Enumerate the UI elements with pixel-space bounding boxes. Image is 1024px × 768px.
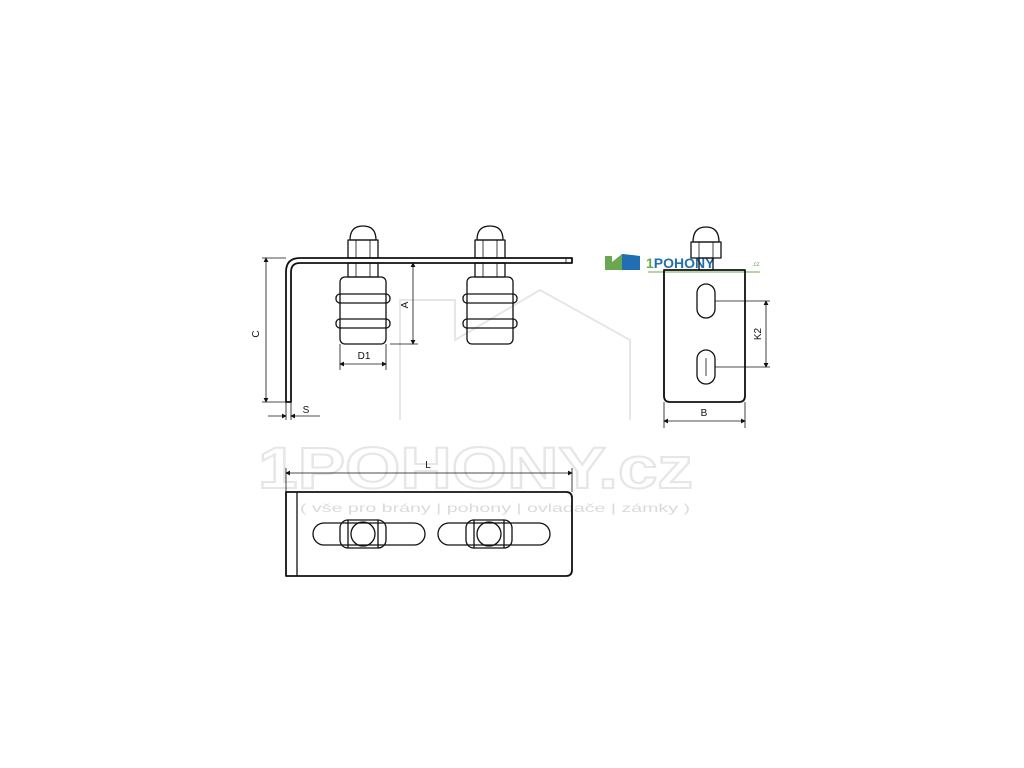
dimension-b: B [663, 402, 746, 428]
slot-2 [437, 519, 551, 549]
svg-text:1POHONY: 1POHONY [646, 255, 715, 271]
watermark-tagline: ( vše pro brány | pohony | ovladače | zá… [300, 501, 690, 515]
top-view: L [285, 460, 573, 577]
side-plate [663, 269, 746, 403]
dimension-c: C [251, 257, 286, 403]
label-k2: K2 [753, 327, 764, 340]
label-d1: D1 [358, 351, 371, 362]
roller-1 [335, 225, 391, 345]
slot-1 [312, 519, 426, 549]
base-plate [285, 491, 573, 577]
label-c: C [251, 330, 262, 337]
watermark-brand: 1POHONY.cz [258, 436, 693, 501]
label-l: L [425, 460, 431, 471]
dimension-a: A [390, 262, 418, 345]
dimension-l: L [285, 460, 573, 492]
slot-top-knurled [696, 283, 716, 319]
logo: 1POHONY .cz [605, 254, 760, 273]
roller-2 [462, 225, 518, 345]
watermark: 1POHONY.cz ( vše pro brány | pohony | ov… [257, 288, 694, 515]
dimension-s: S [268, 402, 320, 420]
label-b: B [701, 408, 708, 419]
bracket-profile [285, 257, 573, 403]
logo-suffix: .cz [752, 262, 760, 268]
label-a: A [400, 301, 411, 308]
label-s: S [303, 405, 310, 416]
dimension-k2: K2 [715, 300, 770, 368]
side-view: K2 B [663, 226, 770, 428]
dimension-d1: D1 [339, 344, 387, 370]
front-view: C A D1 S [251, 225, 573, 420]
logo-name: POHONY [654, 255, 715, 271]
logo-number: 1 [646, 255, 654, 271]
